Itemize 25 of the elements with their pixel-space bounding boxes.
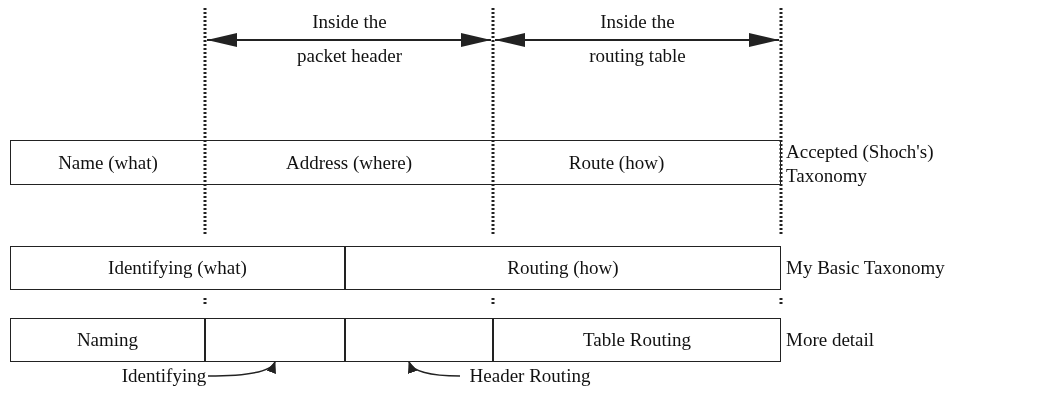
cell-text: Name (what) — [58, 151, 158, 174]
taxonomy-cell — [10, 318, 205, 362]
cell-text: Routing (how) — [507, 257, 619, 279]
cell-text: Naming — [76, 329, 139, 351]
leader-arrow — [408, 361, 461, 377]
row-label: Accepted (Shoch's) Taxonomy — [786, 140, 935, 188]
row-label: More detail — [786, 329, 876, 351]
taxonomy-cell — [205, 140, 493, 185]
taxonomy-cell — [493, 140, 781, 185]
row-label: My Basic Taxonomy — [786, 257, 946, 279]
taxonomy-cell — [345, 246, 781, 290]
cell-text: Identifying (what) — [108, 257, 247, 279]
empty-cell — [205, 318, 345, 362]
taxonomy-cell — [10, 246, 345, 290]
dimension-label: Inside the routing table — [588, 10, 687, 68]
taxonomy-cell — [493, 318, 781, 362]
leader-arrow — [207, 361, 276, 377]
dimension-label: Inside the packet header — [296, 10, 403, 68]
cell-text: Address (where) — [285, 151, 413, 174]
empty-cell — [345, 318, 493, 362]
callout-text: Header Routing — [469, 365, 591, 387]
taxonomy-cell — [10, 140, 205, 185]
callout-text: Identifying — [121, 365, 207, 387]
cell-text: Table Routing — [583, 329, 691, 351]
cell-text: Route (how) — [568, 151, 665, 174]
